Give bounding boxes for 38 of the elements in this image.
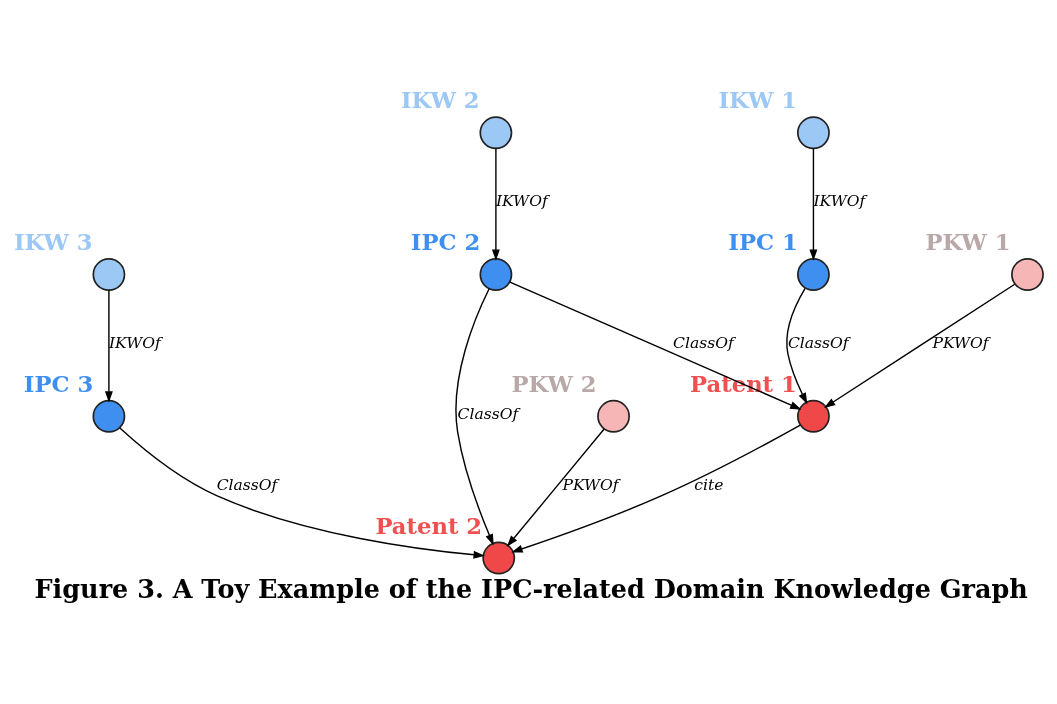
node-label: PKW 1	[925, 228, 1011, 255]
node-label: IPC 3	[23, 370, 94, 397]
node-circle	[92, 257, 126, 291]
node-circle	[479, 257, 513, 291]
arrow	[491, 147, 500, 261]
caption: Figure 3. A Toy Example of the IPC-related Domain Knowledge Graph	[34, 573, 1028, 604]
node-circle	[479, 115, 513, 149]
node-circle	[92, 399, 126, 433]
node-circle	[797, 257, 830, 291]
arrow	[104, 289, 113, 403]
node-label: IKW 2	[400, 86, 480, 113]
arrow	[506, 427, 605, 547]
arrow	[809, 147, 818, 261]
arrow	[511, 423, 801, 553]
node-label: PKW 2	[511, 370, 597, 397]
edge-label: ClassOf	[673, 333, 734, 352]
arrow	[455, 287, 494, 545]
arrow	[824, 283, 1016, 408]
edge-label: ClassOf	[457, 404, 519, 423]
arrow	[119, 426, 485, 559]
arrow	[786, 287, 808, 404]
node-circle	[1011, 257, 1044, 291]
node-circle	[797, 115, 830, 149]
edge-label: cite	[694, 475, 724, 494]
edge-label: ClassOf	[216, 475, 278, 494]
node-label: Patent 2	[375, 512, 483, 539]
node-circle	[597, 399, 630, 433]
node-label: IKW 3	[13, 228, 93, 255]
edge-label: PKWOf	[562, 475, 619, 494]
edge-label: IKWOf	[813, 191, 866, 210]
arrow	[509, 280, 802, 410]
edge-label: PKWOf	[932, 333, 989, 352]
node-label: IPC 2	[410, 228, 481, 255]
node-circle	[482, 541, 516, 574]
node-circle	[797, 399, 830, 433]
node-label: IPC 1	[728, 228, 798, 255]
edge-label: ClassOf	[787, 333, 849, 352]
node-label: IKW 1	[718, 86, 798, 113]
